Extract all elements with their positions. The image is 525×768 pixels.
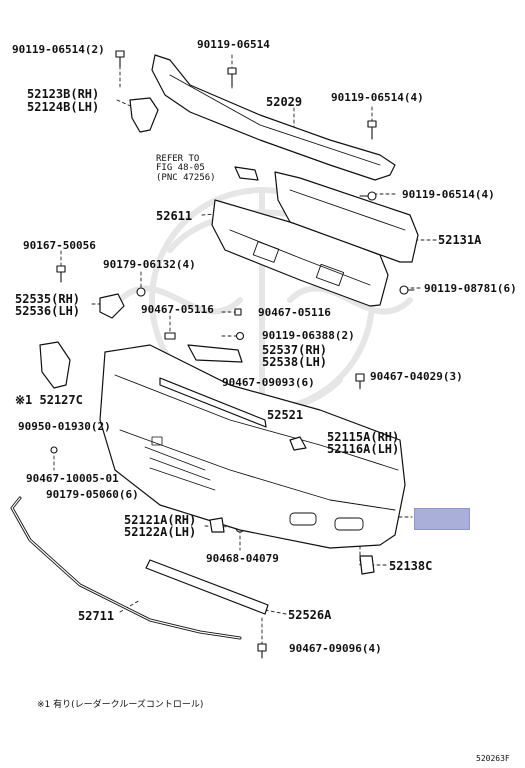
label-52121a[interactable]: 52121A(RH) bbox=[124, 513, 197, 527]
label-52536[interactable]: 52536(LH) bbox=[15, 304, 81, 318]
ref-part-47256 bbox=[234, 166, 259, 181]
label-90119-06514-4-b[interactable]: 90119-06514(4) bbox=[402, 188, 495, 201]
upper-reinforcement bbox=[151, 54, 396, 181]
label-90467-05116-a[interactable]: 90467-05116 bbox=[141, 303, 214, 316]
label-52127c[interactable]: ※1 52127C bbox=[15, 393, 83, 407]
label-52115a[interactable]: 52115A(RH) bbox=[327, 430, 400, 444]
label-90119-08781[interactable]: 90119-08781(6) bbox=[424, 282, 517, 295]
label-52131a[interactable]: 52131A bbox=[438, 233, 482, 247]
label-52537[interactable]: 52537(RH) bbox=[262, 343, 328, 357]
reinforcement-52131a bbox=[274, 171, 419, 263]
label-52122a[interactable]: 52122A(LH) bbox=[124, 525, 197, 539]
reference-line-3: (PNC 47256) bbox=[156, 172, 216, 183]
bracket-52123b bbox=[129, 97, 159, 133]
label-90119-06514-2[interactable]: 90119-06514(2) bbox=[12, 43, 105, 56]
label-52535[interactable]: 52535(RH) bbox=[15, 292, 81, 306]
label-90467-05116-b[interactable]: 90467-05116 bbox=[258, 306, 331, 319]
reference-note: REFER TO FIG 48-05 (PNC 47256) bbox=[156, 154, 216, 183]
label-52526a[interactable]: 52526A bbox=[288, 608, 332, 622]
footnote: ※1 有り(レーダークルーズコントロール) bbox=[37, 700, 204, 710]
label-90467-10005[interactable]: 90467-10005-01 bbox=[26, 472, 119, 485]
label-52029[interactable]: 52029 bbox=[266, 95, 303, 109]
reference-line-1: REFER TO bbox=[156, 154, 200, 164]
label-90119-06514[interactable]: 90119-06514 bbox=[197, 38, 270, 51]
bumper-cover bbox=[99, 344, 406, 549]
highlight-box[interactable] bbox=[414, 508, 470, 530]
label-90179-06132[interactable]: 90179-06132(4) bbox=[103, 258, 196, 271]
label-52116a[interactable]: 52116A(LH) bbox=[327, 442, 400, 456]
figure-code: 520263F bbox=[476, 754, 510, 763]
label-90467-09096[interactable]: 90467-09096(4) bbox=[289, 642, 382, 655]
molding-52521 bbox=[159, 377, 267, 428]
part-52138c bbox=[359, 555, 375, 575]
bracket-52537 bbox=[187, 344, 243, 363]
label-90119-06514-4-a[interactable]: 90119-06514(4) bbox=[331, 91, 424, 104]
clip-52121a bbox=[209, 517, 225, 533]
label-52123b[interactable]: 52123B(RH) bbox=[27, 87, 100, 101]
label-90468-04079[interactable]: 90468-04079 bbox=[206, 552, 279, 565]
label-52538[interactable]: 52538(LH) bbox=[262, 355, 328, 369]
label-90119-06388[interactable]: 90119-06388(2) bbox=[262, 329, 355, 342]
label-90167-50056[interactable]: 90167-50056 bbox=[23, 239, 96, 252]
reference-line-2: FIG 48-05 bbox=[156, 163, 205, 174]
label-52711[interactable]: 52711 bbox=[78, 609, 115, 623]
label-90950-01930[interactable]: 90950-01930(2) bbox=[18, 420, 111, 433]
label-52124b[interactable]: 52124B(LH) bbox=[27, 100, 100, 114]
retainer-52127c bbox=[39, 341, 71, 389]
pad-52115a bbox=[289, 436, 307, 451]
label-52138c[interactable]: 52138C bbox=[389, 559, 433, 573]
label-90179-05060[interactable]: 90179-05060(6) bbox=[46, 488, 139, 501]
label-90467-04029[interactable]: 90467-04029(3) bbox=[370, 370, 463, 383]
side-bracket-52535 bbox=[99, 293, 125, 319]
label-52521[interactable]: 52521 bbox=[267, 408, 304, 422]
label-90467-09093[interactable]: 90467-09093(6) bbox=[222, 376, 315, 389]
spoiler-52526a bbox=[145, 559, 269, 615]
label-52611[interactable]: 52611 bbox=[156, 209, 193, 223]
